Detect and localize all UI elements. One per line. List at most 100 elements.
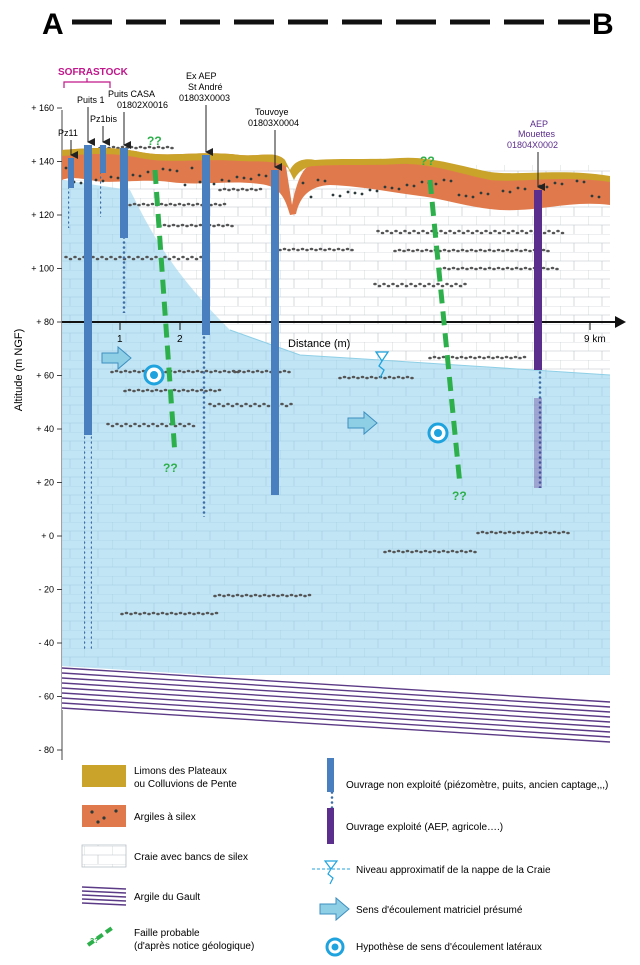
flint-nodule — [411, 249, 415, 253]
flint-nodule — [246, 369, 251, 373]
well-label-pz1bis: Pz1bis — [90, 114, 118, 124]
fault-line-1 — [152, 169, 178, 456]
flint-nodule — [318, 247, 323, 251]
y-tick-label: - 20 — [38, 585, 54, 595]
flint-nodule — [191, 370, 195, 374]
flint-nodule — [242, 370, 246, 374]
flint-nodule — [387, 375, 392, 379]
flint-nodule — [282, 247, 287, 251]
well-label-puits1: Puits 1 — [77, 95, 105, 105]
flint-nodule — [403, 229, 407, 233]
flint-nodule — [350, 248, 354, 252]
flint-nodule — [236, 188, 240, 192]
legend-non-exploite: Ouvrage non exploité (piézomètre, puits,… — [346, 780, 608, 791]
flint-nodule — [392, 550, 396, 554]
flint-nodule — [539, 531, 543, 535]
flint-nodule — [77, 257, 82, 261]
flint-nodule — [505, 266, 510, 270]
flint-nodule — [114, 369, 119, 373]
flint-nodule — [440, 284, 445, 288]
flint-nodule — [260, 370, 264, 374]
flint-nodule — [523, 266, 528, 270]
y-tick-label: + 100 — [31, 264, 54, 274]
y-tick-label: + 80 — [36, 317, 54, 327]
flint-nodule — [336, 247, 341, 251]
flint-nodule — [475, 229, 479, 233]
flint-nodule — [454, 282, 458, 286]
flint-nodule — [173, 424, 178, 428]
flint-nodule — [314, 248, 318, 252]
flint-nodule — [280, 593, 285, 597]
flint-nodule — [195, 202, 200, 206]
argile-dot — [412, 184, 416, 188]
legend-limons-1: Limons des Plateaux — [134, 766, 227, 777]
faults: ?? ?? ?? ?? — [147, 134, 467, 503]
flint-nodule — [487, 266, 492, 270]
flint-nodule — [519, 249, 523, 253]
y-tick-label: + 40 — [36, 424, 54, 434]
legend-limons-2: ou Colluvions de Pente — [134, 779, 237, 790]
flint-nodule — [120, 145, 125, 149]
flint-nodule — [396, 549, 401, 553]
flint-nodule — [138, 612, 142, 616]
flint-nodule — [309, 247, 314, 251]
flint-nodule — [170, 146, 174, 150]
y-axis: + 160+ 140+ 120+ 100+ 80+ 60+ 40+ 20+ 0-… — [13, 103, 63, 760]
flint-nodule — [298, 593, 303, 597]
argile-dot — [405, 183, 409, 187]
legend-swatch-sens — [319, 896, 350, 922]
flint-nodule — [470, 231, 475, 235]
flint-nodule — [421, 229, 425, 233]
argile-dot — [375, 189, 379, 193]
argile-dot — [220, 178, 224, 182]
x-tick-9km: 9 km — [584, 334, 606, 345]
flint-nodule — [282, 369, 287, 373]
flint-nodule — [383, 376, 387, 380]
argile-dot — [264, 174, 268, 178]
flint-nodule — [124, 611, 129, 615]
well-label-puits-casa: Puits CASA — [108, 89, 155, 99]
flint-nodule — [212, 224, 216, 228]
legend-gault: Argile du Gault — [134, 892, 200, 903]
flint-nodule — [519, 267, 523, 271]
flint-nodule — [155, 424, 160, 428]
flow-symbols — [101, 345, 449, 444]
flint-nodule — [401, 550, 405, 554]
argile-dot — [538, 184, 542, 188]
fault-mark-3: ?? — [420, 154, 435, 168]
flint-nodule — [257, 404, 262, 408]
flint-nodule — [432, 549, 437, 553]
flint-nodule — [191, 203, 195, 207]
flint-nodule — [116, 146, 120, 150]
argile-dot — [368, 188, 372, 192]
flint-nodule — [183, 612, 187, 616]
flint-nodule — [240, 594, 244, 598]
flint-nodule — [555, 267, 559, 271]
gault-stripe — [61, 667, 611, 703]
flint-nodule — [513, 355, 518, 359]
flint-nodule — [235, 402, 239, 406]
flint-nodule — [461, 231, 466, 235]
flint-nodule — [465, 267, 469, 271]
well-puits-casa — [120, 148, 128, 313]
flint-nodule — [145, 255, 149, 259]
flint-nodule — [463, 282, 467, 286]
flint-nodule — [341, 248, 345, 252]
flint-nodule — [400, 282, 404, 286]
well-label-st-andre: St André — [188, 82, 223, 92]
flint-nodule — [410, 550, 414, 554]
flint-nodule — [160, 611, 165, 615]
flint-nodule — [546, 267, 550, 271]
flint-nodule — [178, 611, 183, 615]
flint-nodule — [225, 223, 230, 227]
argile-dot — [471, 195, 475, 199]
flint-nodule — [512, 531, 516, 535]
argile-dot — [560, 182, 564, 186]
flint-nodule — [230, 404, 235, 408]
flint-nodule — [402, 249, 406, 253]
legend-swatch-gault — [81, 886, 127, 906]
x-tick-2: 2 — [177, 334, 183, 345]
flint-nodule — [132, 389, 136, 393]
flint-nodule — [491, 356, 495, 360]
flint-nodule — [464, 550, 468, 554]
